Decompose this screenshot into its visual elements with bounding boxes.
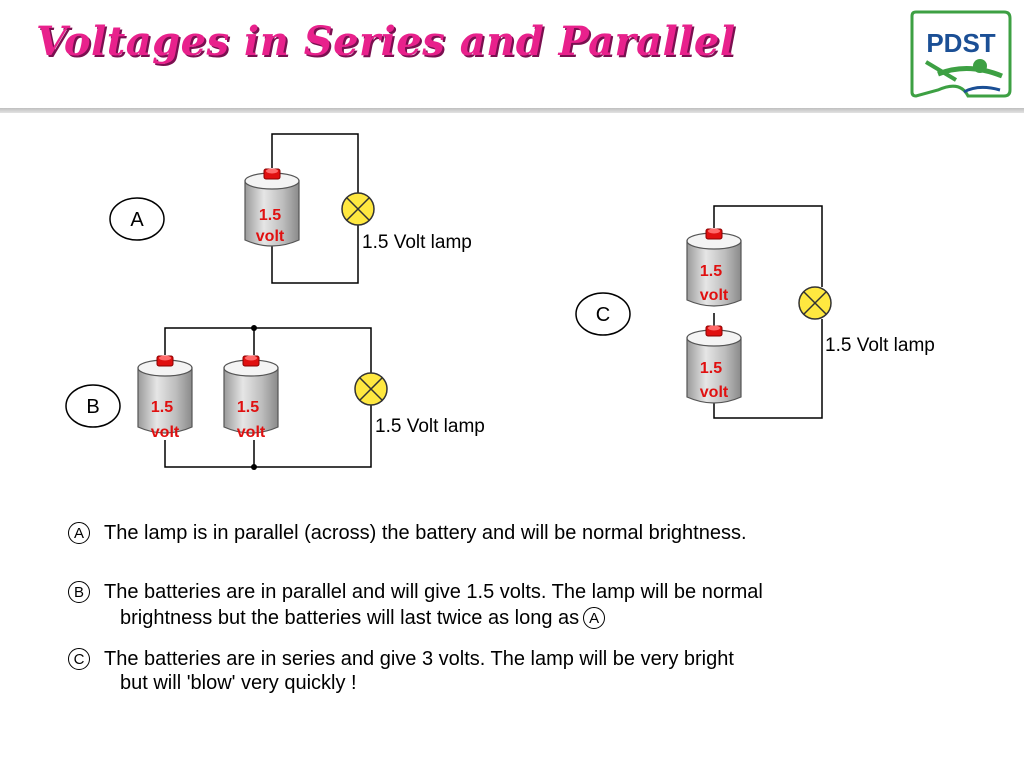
battery-label-top: 1.5 bbox=[700, 263, 722, 280]
circuit-b-lamp bbox=[354, 372, 388, 406]
caption-a: A The lamp is in parallel (across) the ba… bbox=[68, 520, 747, 546]
circuit-c: 1.5 volt 1.5 volt 1.5 Volt lamp C bbox=[575, 205, 935, 419]
circuit-b-battery-2 bbox=[223, 354, 279, 434]
circuit-b-lamp-label: 1.5 Volt lamp bbox=[375, 416, 485, 437]
caption-b-text-line2: brightness but the batteries will last t… bbox=[120, 607, 580, 629]
circuit-b-junction-top bbox=[251, 325, 257, 331]
circuit-a-label: A bbox=[130, 209, 144, 231]
caption-a-text: The lamp is in parallel (across) the bat… bbox=[104, 522, 747, 544]
caption-b-ref-marker: A bbox=[583, 607, 606, 629]
circuit-a-marker bbox=[109, 197, 165, 241]
circuit-c-marker bbox=[575, 292, 631, 336]
circuit-a-lamp-label: 1.5 Volt lamp bbox=[362, 232, 472, 253]
battery-label-top: 1.5 bbox=[237, 399, 259, 416]
circuit-b-label: B bbox=[86, 396, 99, 418]
battery-label-top: 1.5 bbox=[700, 360, 722, 377]
battery-label-top: 1.5 bbox=[259, 207, 281, 224]
caption-c: C The batteries are in series and give 3 … bbox=[68, 646, 734, 694]
circuit-b-junction-bottom bbox=[251, 464, 257, 470]
circuit-a-lamp bbox=[341, 192, 375, 226]
caption-c-text-line2: but will 'blow' very quickly ! bbox=[120, 672, 357, 694]
caption-b-text-line1: The batteries are in parallel and will g… bbox=[104, 581, 763, 603]
circuit-b-wire bbox=[164, 327, 372, 468]
battery-label-bottom: volt bbox=[700, 384, 729, 401]
battery-label-top: 1.5 bbox=[151, 399, 173, 416]
circuit-c-lamp bbox=[798, 286, 832, 320]
caption-b-marker: B bbox=[68, 581, 90, 603]
page-title: Voltages in Series and Parallel bbox=[36, 18, 736, 65]
circuit-c-lamp-label: 1.5 Volt lamp bbox=[825, 335, 935, 356]
circuit-c-wire bbox=[713, 205, 823, 419]
pdst-logo: PDST bbox=[910, 10, 1012, 98]
circuit-a: 1.5 volt 1.5 Volt lamp A bbox=[109, 133, 472, 284]
title-divider bbox=[0, 108, 1024, 113]
caption-c-text-line1: The batteries are in series and give 3 v… bbox=[104, 648, 734, 670]
circuit-c-label: C bbox=[596, 304, 610, 326]
circuit-b-marker bbox=[65, 384, 121, 428]
battery-label-bottom: volt bbox=[151, 424, 180, 441]
battery-label-bottom: volt bbox=[700, 287, 729, 304]
caption-b: B The batteries are in parallel and will … bbox=[68, 579, 763, 631]
circuit-a-wire bbox=[271, 133, 359, 284]
circuit-b-battery-1 bbox=[137, 354, 193, 434]
caption-a-marker: A bbox=[68, 522, 90, 544]
battery-label-bottom: volt bbox=[256, 228, 285, 245]
logo-text: PDST bbox=[926, 28, 995, 58]
circuit-diagram: 1.5 volt 1.5 Volt lamp A 1.5 volt 1.5 vo… bbox=[65, 133, 935, 470]
caption-c-marker: C bbox=[68, 648, 90, 670]
battery-label-bottom: volt bbox=[237, 424, 266, 441]
circuit-b: 1.5 volt 1.5 volt 1.5 Volt lamp B bbox=[65, 325, 485, 470]
